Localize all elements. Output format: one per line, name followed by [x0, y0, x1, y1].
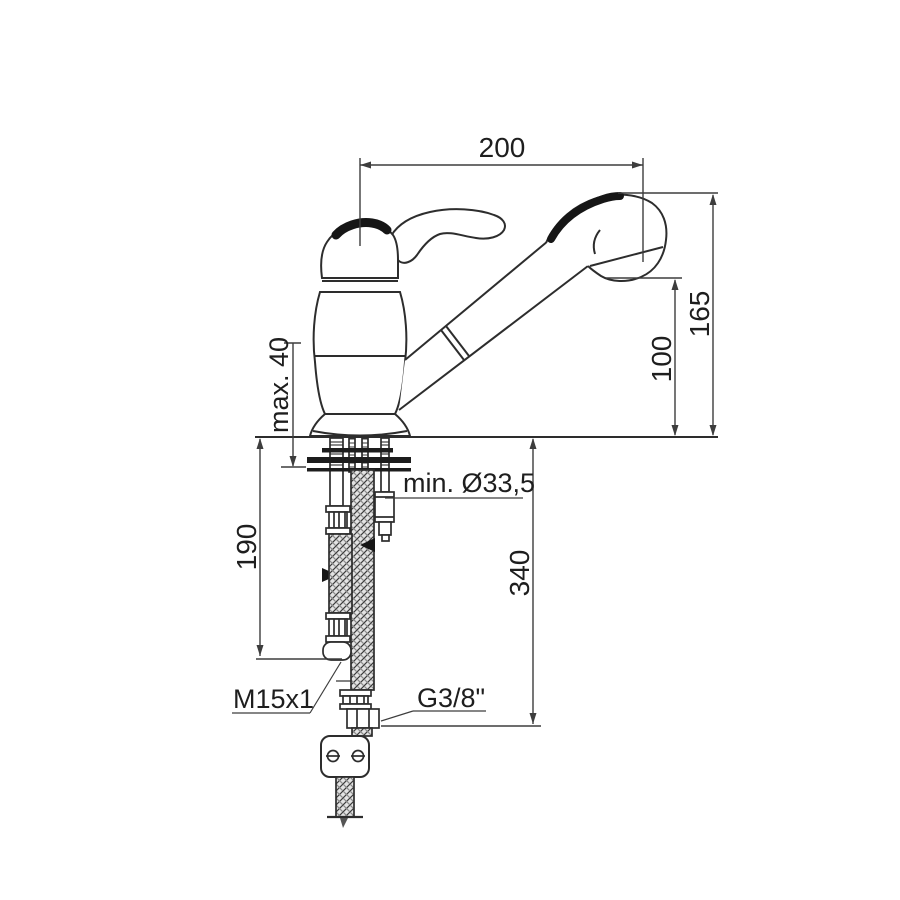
label-200: 200 — [479, 132, 526, 163]
label-100: 100 — [646, 336, 677, 383]
label-max40: max. 40 — [264, 337, 294, 433]
right-pipe-thread-ticks — [381, 441, 389, 466]
dimension-max40 — [281, 342, 306, 468]
spray-head-face-line — [589, 246, 664, 267]
threaded-rod-left — [348, 437, 356, 473]
left-connector1-flange-bottom — [325, 527, 351, 535]
lever-handle — [389, 208, 506, 264]
spout-tube-top-edge — [404, 240, 549, 361]
label-165: 165 — [684, 291, 715, 338]
lower-braided-hose — [335, 776, 355, 818]
threaded-rod-right — [361, 437, 369, 473]
hose-break-tail — [340, 818, 348, 828]
hose-break-arrow-left — [360, 538, 375, 552]
left-hose-end-cap — [322, 641, 352, 661]
spout-tube-bottom-edge — [398, 265, 589, 411]
spray-hose-nub — [381, 534, 390, 542]
body-barrel — [312, 291, 408, 415]
spray-hose-tip — [378, 521, 392, 536]
compression-nut-flange-top — [339, 689, 372, 697]
base-bell-arc — [312, 430, 408, 437]
spray-head-inner-arc — [592, 229, 601, 255]
left-pipe-thread-ticks — [330, 441, 343, 466]
under-deck-assembly — [307, 437, 411, 828]
spout-tube-fill — [399, 241, 588, 410]
label-m15x1: M15x1 — [233, 684, 314, 714]
label-340: 340 — [504, 550, 535, 597]
left-connector2-flange-top — [325, 612, 351, 620]
g38-hex-fitting — [346, 708, 380, 729]
tube-collar-line-1 — [440, 329, 465, 361]
callout-g38-leader — [380, 710, 486, 722]
left-connector2-flange-bottom — [325, 635, 351, 643]
tube-collar-line-2 — [445, 325, 470, 357]
braid-stub — [351, 727, 373, 737]
faucet-body — [308, 192, 668, 437]
label-min-diameter: min. Ø33,5 — [403, 468, 535, 498]
dimension-165 — [618, 192, 718, 436]
label-g38: G3/8" — [417, 683, 485, 713]
dimension-190 — [256, 438, 342, 660]
washer-plate-small — [322, 448, 393, 453]
cap-accent-stripe — [331, 218, 392, 240]
callout-m15-leader — [232, 661, 342, 714]
left-braided-hose — [328, 533, 353, 614]
dimension-lines — [232, 158, 718, 727]
dimension-labels: 200 165 100 340 190 max. 40 min. Ø33,5 M… — [231, 132, 715, 714]
dimension-200 — [359, 158, 644, 262]
dimension-340 — [381, 438, 541, 727]
central-braided-hose — [350, 469, 375, 691]
left-connector1-flange-top — [325, 505, 351, 513]
clamp-plate-thick — [307, 457, 411, 463]
label-190: 190 — [231, 524, 262, 571]
spray-head-accent-stripe — [547, 192, 624, 243]
dimension-100 — [606, 277, 682, 436]
